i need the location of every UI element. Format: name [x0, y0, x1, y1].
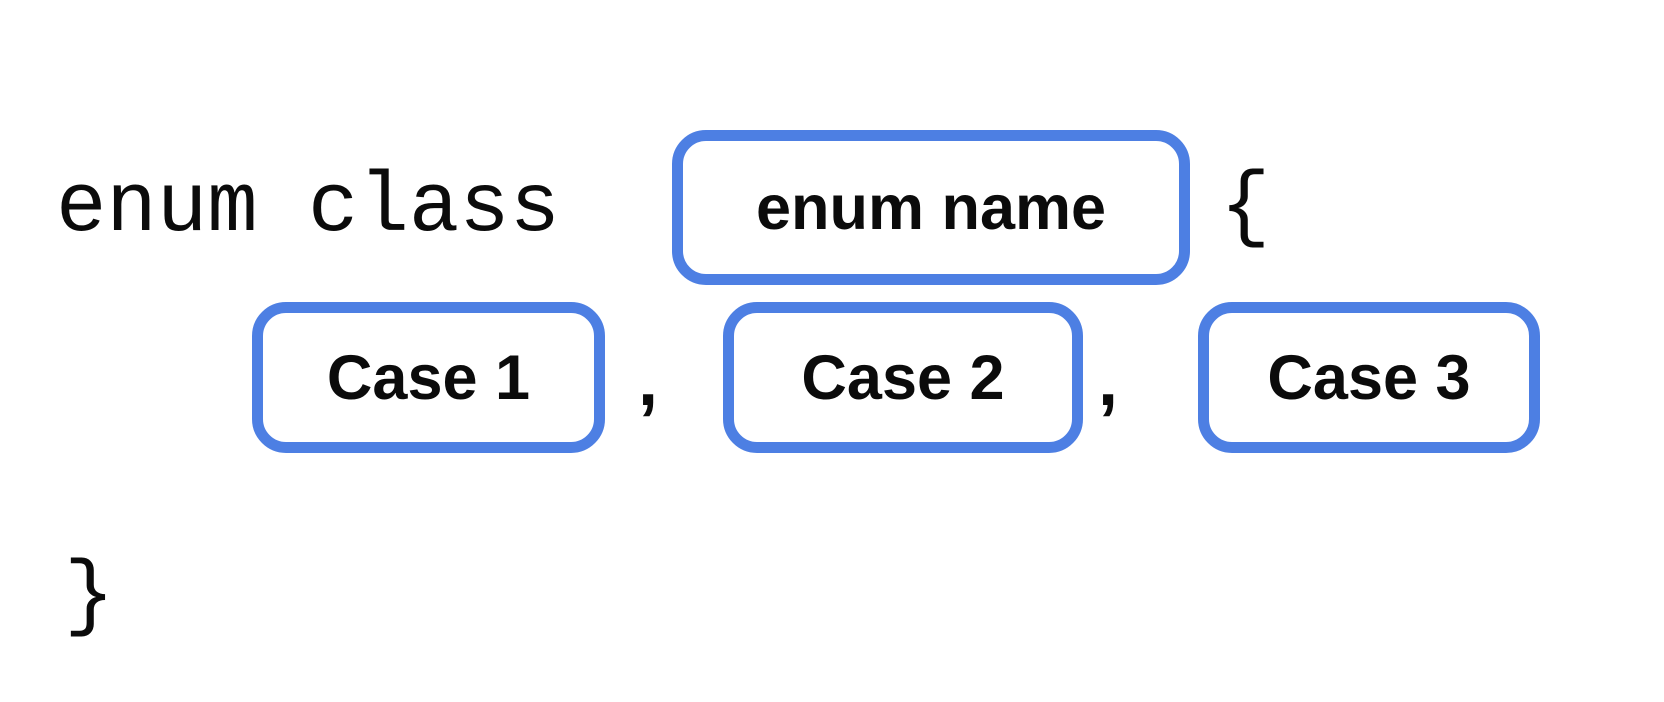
case-3-placeholder-box: Case 3	[1198, 302, 1540, 453]
close-brace: }	[64, 550, 115, 645]
case-1-placeholder-box: Case 1	[252, 302, 605, 453]
case-2-label: Case 2	[801, 342, 1005, 413]
case-separator-comma-1: ,	[638, 341, 659, 421]
enum-class-keyword: enum class	[56, 161, 561, 256]
case-separator-comma-2: ,	[1098, 341, 1119, 421]
open-brace: {	[1220, 161, 1271, 256]
enum-name-placeholder-label: enum name	[755, 172, 1107, 243]
case-2-placeholder-box: Case 2	[723, 302, 1083, 453]
enum-name-placeholder-box: enum name	[672, 130, 1190, 285]
case-1-label: Case 1	[326, 342, 531, 413]
case-3-label: Case 3	[1267, 342, 1471, 413]
